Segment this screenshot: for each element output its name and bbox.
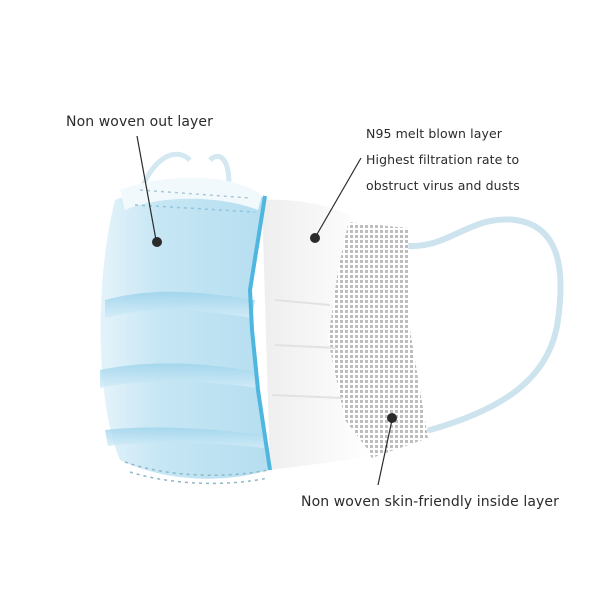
edge-binding [248, 195, 272, 471]
inner-layer-label: Non woven skin-friendly inside layer [301, 494, 560, 510]
right-ear-loop [405, 216, 564, 433]
outer-blue-layer [100, 186, 268, 479]
leader-line-melt [315, 157, 362, 237]
leader-line-inner [377, 419, 393, 486]
outer-layer-label: Non woven out layer [66, 114, 213, 130]
marker-inner [387, 413, 397, 423]
melt-blown-layer [262, 199, 372, 470]
melt-blown-desc-line2: obstruct virus and dusts [366, 178, 520, 193]
melt-blown-layer-label: N95 melt blown layer Highest filtration … [366, 121, 520, 199]
melt-blown-title: N95 melt blown layer [366, 126, 502, 141]
marker-outer [152, 237, 162, 247]
inner-mesh-layer [328, 222, 428, 458]
melt-blown-desc-line1: Highest filtration rate to [366, 152, 520, 167]
marker-melt [310, 233, 320, 243]
leader-line-outer [136, 135, 157, 241]
